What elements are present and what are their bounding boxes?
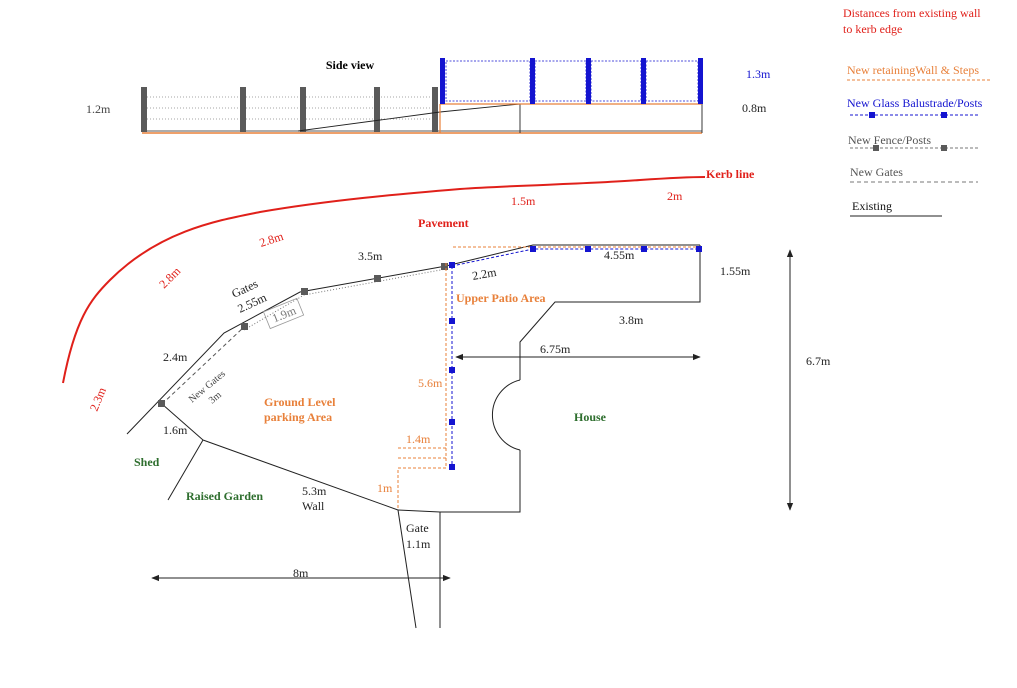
- parking-area-label: parking Area: [264, 410, 332, 424]
- dimension-label: 3.5m: [358, 249, 383, 263]
- gate-label: Gate: [406, 521, 429, 535]
- house-label: House: [574, 410, 607, 424]
- dimension-label: 5.6m: [418, 376, 443, 390]
- wall-label: Wall: [302, 499, 325, 513]
- legend-existing-label: Existing: [852, 199, 892, 213]
- kerb-distance-label: 2.8m: [258, 229, 286, 250]
- shed-label: Shed: [134, 455, 160, 469]
- gates-1-9-box: 1.9m: [262, 297, 305, 330]
- kerb-distance-label: 2.8m: [156, 264, 184, 292]
- dimension-label: 1.4m: [406, 432, 431, 446]
- new-fence-posts: [158, 263, 448, 407]
- new-retaining-wall: [397, 246, 700, 510]
- new-gates-line: [161, 326, 245, 405]
- kerb-line: [62, 176, 706, 384]
- gate-width-label: 1.1m: [406, 537, 431, 551]
- dimension-label: 1.55m: [720, 264, 751, 278]
- kerb-distance-label: 2.3m: [87, 385, 109, 413]
- side-view: Side view 1.2m 1.3m 0.8m: [86, 58, 771, 134]
- side-view-title: Side view: [326, 58, 375, 72]
- kerb-distance-label: 2m: [667, 189, 683, 203]
- dimension-label: 5.3m: [302, 484, 327, 498]
- house-bay-window: [491, 379, 521, 451]
- dimension-label: 6.7m: [806, 354, 831, 368]
- side-fence-rails: [144, 96, 437, 120]
- dimension-label: 2.2m: [471, 265, 498, 283]
- side-glass-balustrade: [440, 58, 703, 104]
- side-slope-line: [297, 103, 702, 132]
- side-glass-height-label: 1.3m: [746, 67, 771, 81]
- new-glass-balustrade: [451, 248, 700, 468]
- dimension-label: 1.6m: [163, 423, 188, 437]
- legend-fence-label: New Fence/Posts: [848, 133, 931, 147]
- pavement-label: Pavement: [418, 216, 469, 230]
- legend-title: Distances from existing wall: [843, 6, 981, 20]
- dimension-label: 6.75m: [540, 342, 571, 356]
- kerb-line-label: Kerb line: [706, 167, 755, 181]
- kerb-distance-label: 1.5m: [511, 194, 536, 208]
- glass-balustrade-posts: [449, 246, 702, 470]
- side-wall-height-label: 0.8m: [742, 101, 767, 115]
- dimension-label: 1.9m: [270, 303, 298, 325]
- legend-gates-label: New Gates: [850, 165, 903, 179]
- legend-subtitle: to kerb edge: [843, 22, 902, 36]
- dimension-label: 1m: [377, 481, 393, 495]
- dimension-label: 2.4m: [163, 350, 188, 364]
- dimension-label: 3.8m: [619, 313, 644, 327]
- legend-retaining-wall-label: New retainingWall & Steps: [847, 63, 979, 77]
- raised-garden-label: Raised Garden: [186, 489, 263, 503]
- upper-patio-label: Upper Patio Area: [456, 291, 546, 305]
- ground-level-label: Ground Level: [264, 395, 336, 409]
- legend: Distances from existing wall to kerb edg…: [843, 6, 990, 217]
- legend-glass-label: New Glass Balustrade/Posts: [847, 96, 983, 110]
- dimension-label: 8m: [293, 566, 309, 580]
- side-fence-posts: [141, 87, 438, 132]
- dimension-label: 4.55m: [604, 248, 635, 262]
- side-left-height-label: 1.2m: [86, 102, 111, 116]
